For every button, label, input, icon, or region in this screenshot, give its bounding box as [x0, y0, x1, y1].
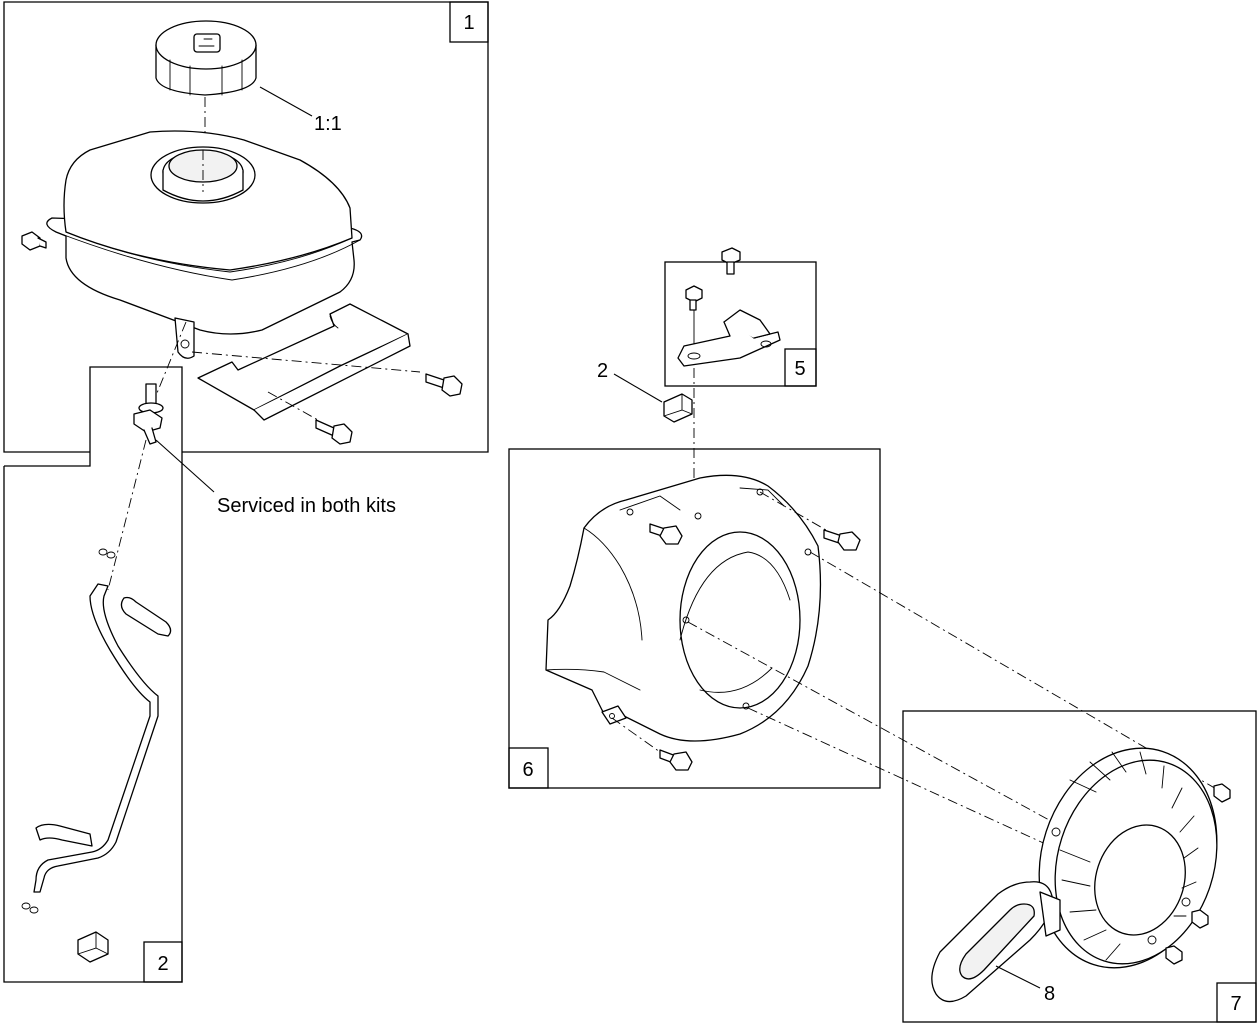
kit-2-frame	[3, 366, 183, 983]
starter-handle	[931, 881, 1061, 1003]
kit-7-recoil-starter: 7 8	[902, 710, 1257, 1023]
kit-7-label: 7	[1230, 993, 1241, 1015]
recoil-starter	[1038, 747, 1218, 969]
kit-5-label: 5	[794, 358, 805, 380]
tank-screw-left	[21, 231, 47, 251]
kit-2-fuel-line: 2 Serviced in both kits	[3, 321, 396, 983]
kit-5-screw-right	[721, 247, 741, 275]
kit-5-label-box	[784, 348, 817, 387]
kit-6-label: 6	[522, 759, 533, 781]
valve-centerline-bottom	[107, 439, 147, 591]
hose-clamp-top	[98, 548, 116, 559]
bracket-screw-right	[425, 373, 463, 397]
fuel-clip	[77, 931, 109, 963]
housing-screw-bottom	[659, 749, 693, 771]
housing-screw-line-bottom	[611, 717, 661, 753]
kit-5-screw-left	[685, 285, 703, 311]
clip-leader	[613, 373, 663, 403]
starter-screw-bottom	[1165, 945, 1183, 965]
bracket-screw-line-b	[267, 391, 319, 421]
kit-1-label: 1	[463, 12, 474, 34]
tank-bracket	[174, 303, 411, 421]
fuel-hose	[33, 583, 159, 893]
fuel-hose-lower	[35, 823, 93, 847]
blower-housing	[545, 474, 822, 742]
kit-6-blower-housing: 6	[508, 448, 881, 789]
starter-screw-middle	[1191, 909, 1209, 929]
kit-5-bracket: 5	[664, 247, 817, 387]
clip-callout: 2	[597, 360, 608, 382]
housing-screw-line-right	[759, 491, 827, 531]
kit-1-frame	[3, 1, 489, 453]
kit-5-frame	[664, 261, 817, 387]
fuel-hose-short	[120, 596, 172, 637]
housing-screw-top	[649, 523, 683, 545]
kit-7-frame	[902, 710, 1257, 1023]
hose-clamp-bottom	[21, 902, 39, 914]
handle-callout: 8	[1044, 983, 1055, 1005]
fuel-cap	[155, 20, 257, 96]
mounting-bracket	[677, 309, 781, 367]
kit-2-label-box	[143, 941, 183, 983]
kit-6-label-box	[508, 747, 549, 789]
kit-2-label: 2	[157, 953, 168, 975]
kit-1-label-box	[449, 1, 489, 43]
kit-7-label-box	[1216, 982, 1257, 1023]
starter-screw-top	[1213, 783, 1231, 803]
fuel-line-clip	[663, 393, 693, 423]
bracket-screw-line-a	[191, 351, 421, 373]
kit-1-fuel-tank: 1 1:1	[3, 1, 489, 453]
clip-callout-group: 2	[597, 360, 695, 510]
valve-leader	[155, 439, 215, 493]
cap-leader	[259, 86, 313, 117]
handle-leader	[995, 965, 1041, 989]
valve-note: Serviced in both kits	[217, 495, 396, 517]
fuel-tank	[46, 130, 363, 335]
shutoff-valve	[133, 383, 164, 445]
housing-screw-right	[823, 529, 861, 551]
cap-callout: 1:1	[314, 113, 342, 135]
bracket-screw-bottom	[315, 419, 353, 445]
kit-6-frame	[508, 448, 881, 789]
